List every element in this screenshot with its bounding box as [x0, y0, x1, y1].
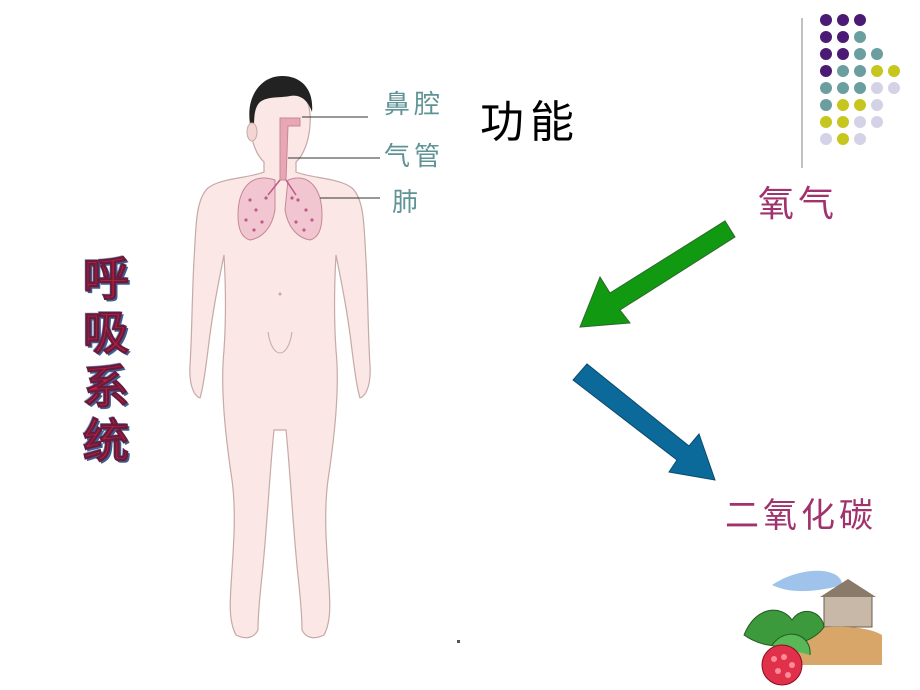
- decorative-dot: [854, 99, 866, 111]
- decorative-dot: [871, 99, 883, 111]
- decorative-dot: [871, 48, 883, 60]
- human-body-figure-icon: [189, 76, 371, 639]
- decorative-dot: [871, 82, 883, 94]
- decorative-dot: [820, 133, 832, 145]
- decorative-dot: [820, 14, 832, 26]
- decorative-dot: [820, 82, 832, 94]
- decorative-dot: [888, 82, 900, 94]
- decorative-dot: [820, 99, 832, 111]
- decorative-dot: [854, 82, 866, 94]
- decorative-dot: [837, 65, 849, 77]
- decorative-dot: [854, 31, 866, 43]
- decorative-dot: [820, 31, 832, 43]
- footer-dot: [457, 640, 460, 643]
- decorative-dot: [837, 82, 849, 94]
- nasal-cavity-label: 鼻腔: [384, 90, 445, 120]
- oxygen-label: 氧气: [758, 184, 839, 225]
- decorative-dot: [888, 65, 900, 77]
- decorative-dot: [854, 48, 866, 60]
- decorative-dot: [837, 133, 849, 145]
- system-title-char: 呼: [83, 252, 130, 307]
- decorative-dot: [820, 116, 832, 128]
- decorative-dot: [871, 116, 883, 128]
- carbon-dioxide-label: 二氧化碳: [725, 496, 877, 536]
- system-title-char: 统: [83, 414, 130, 469]
- decorative-dot-grid: [801, 14, 900, 168]
- decorative-dot: [871, 65, 883, 77]
- decorative-dot: [820, 48, 832, 60]
- decorative-dot: [837, 48, 849, 60]
- page-title: 功能: [480, 97, 580, 148]
- raspberry-farm-clipart-icon: [743, 570, 882, 686]
- system-title-char: 系: [83, 360, 130, 415]
- decorative-dot: [837, 14, 849, 26]
- decorative-dot: [837, 31, 849, 43]
- decorative-dot: [854, 133, 866, 145]
- decorative-dot: [854, 65, 866, 77]
- carbon-dioxide-outflow-arrow: [572, 363, 716, 481]
- organ-leader-lines: [288, 116, 380, 199]
- decorative-dot: [820, 65, 832, 77]
- decorative-dot: [837, 116, 849, 128]
- decorative-dot: [837, 99, 849, 111]
- oxygen-inflow-arrow: [579, 220, 736, 328]
- system-title-vertical: 呼 吸 系 统: [76, 252, 136, 469]
- decorative-dot: [854, 14, 866, 26]
- lung-label: 肺: [392, 188, 423, 218]
- system-title-char: 吸: [83, 306, 130, 361]
- trachea-label: 气管: [384, 142, 445, 172]
- decorative-dot: [854, 116, 866, 128]
